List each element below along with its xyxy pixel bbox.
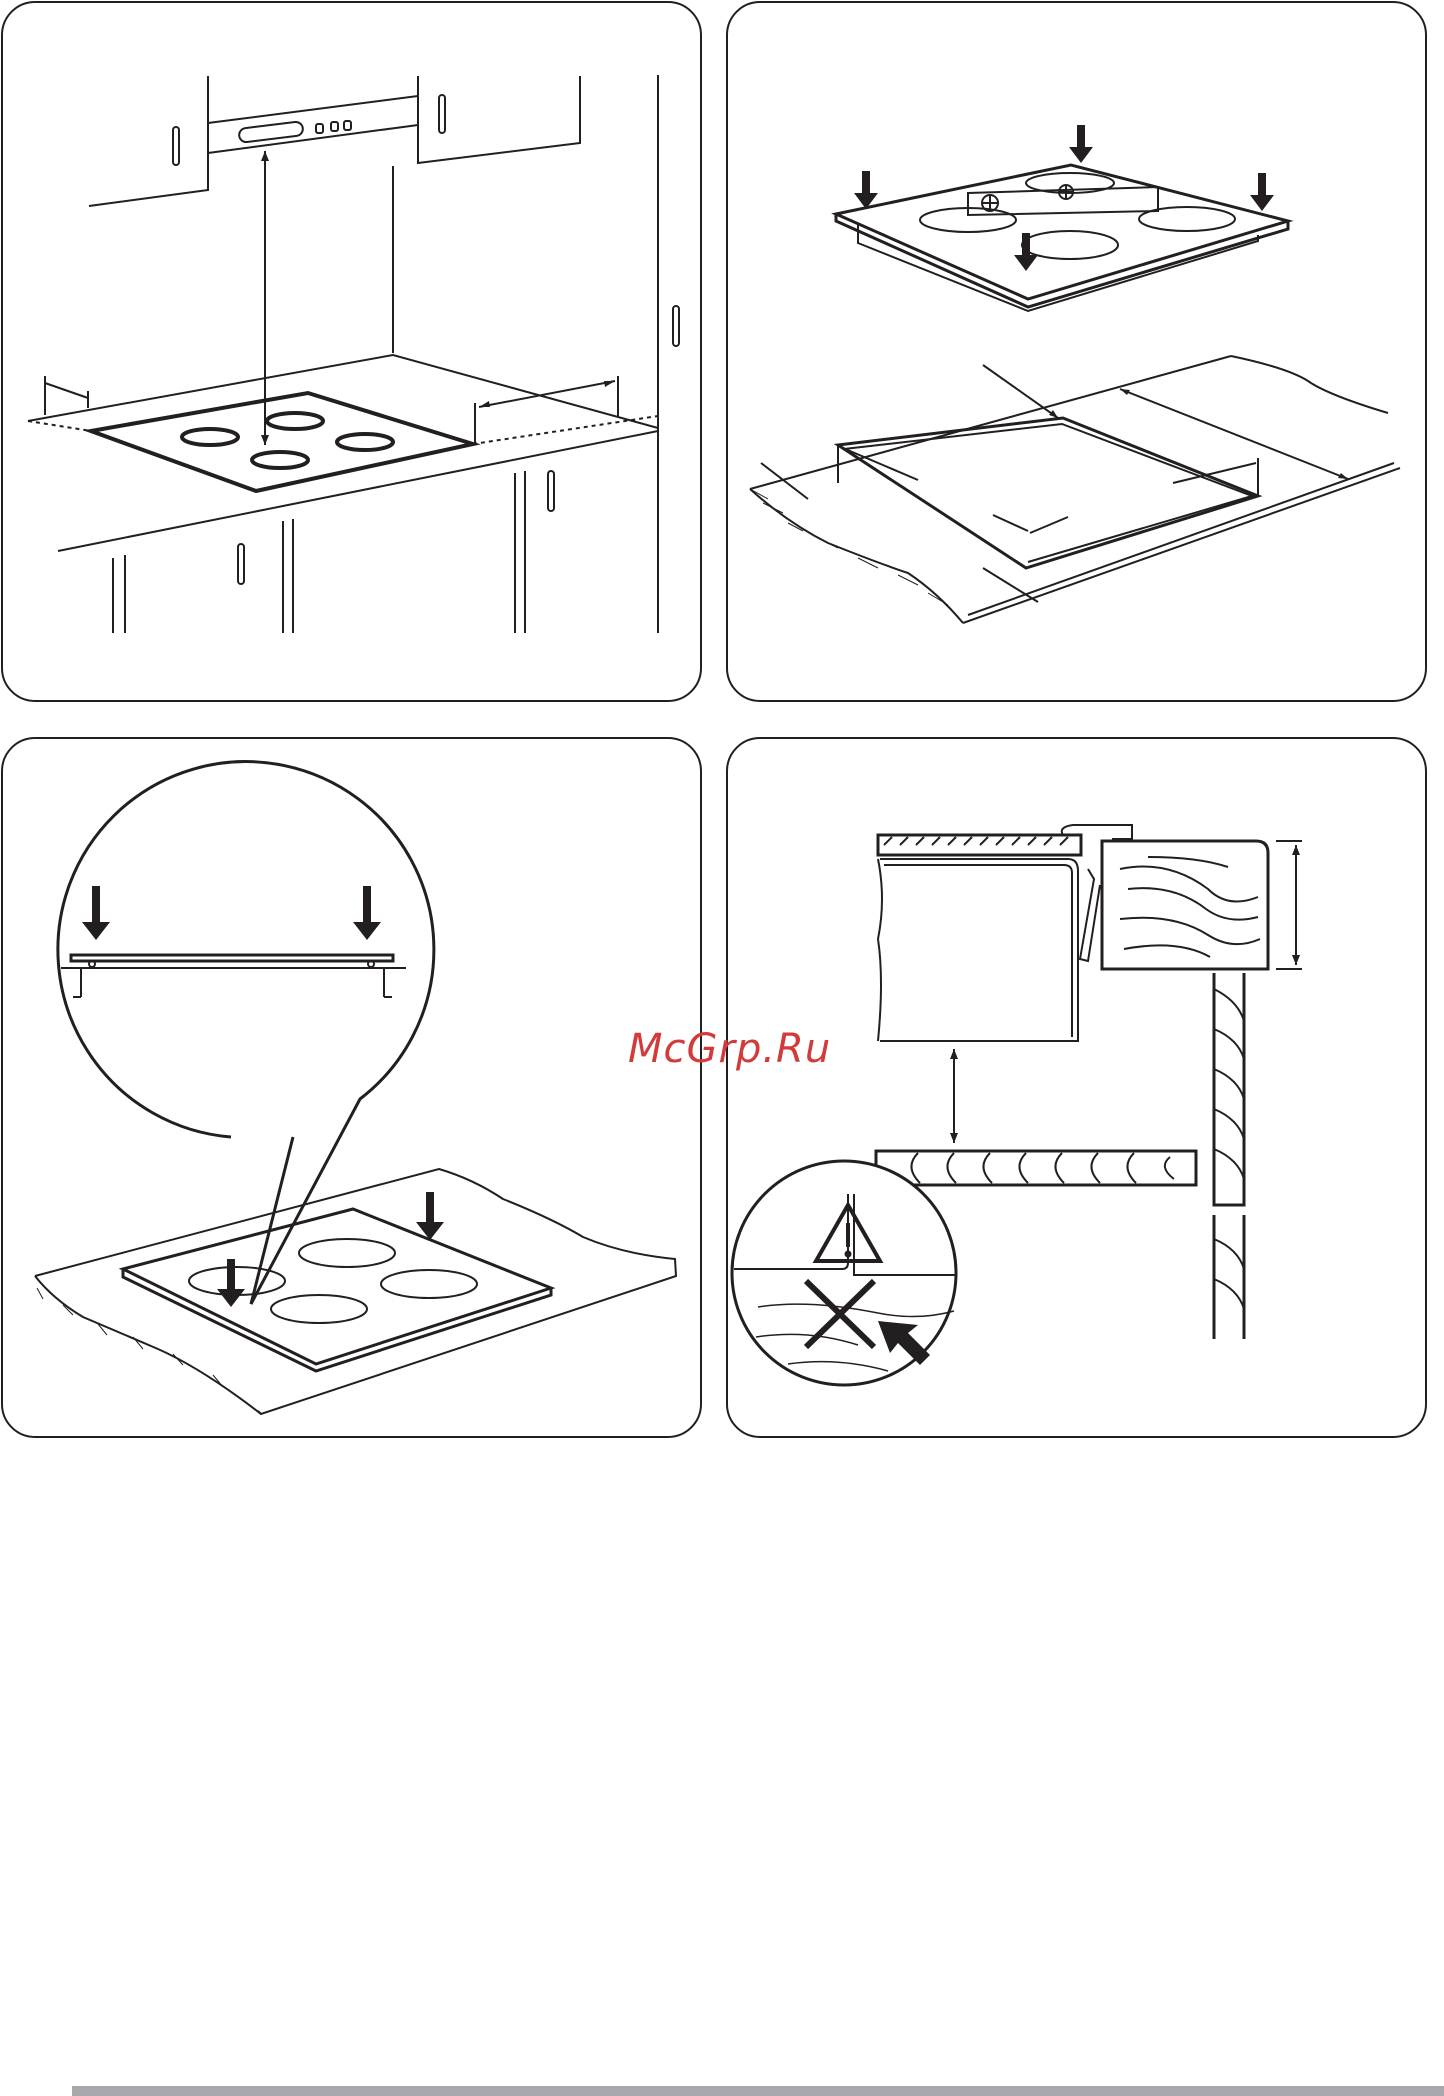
hob-section	[878, 825, 1132, 1041]
cabinet-side-panel	[1214, 973, 1244, 1339]
tall-cabinet	[658, 75, 679, 633]
worktop-with-cutout	[750, 356, 1400, 623]
hob-top-view	[836, 165, 1288, 311]
worktop-with-hob	[35, 1169, 676, 1414]
watermark-text: McGrp.Ru	[628, 1026, 831, 1072]
footer-bar	[72, 2086, 1444, 2096]
worktop	[28, 355, 658, 633]
panel-seal-detail	[1, 737, 702, 1438]
panel-hob-clearance	[1, 1, 702, 702]
seal-profile-detail	[61, 955, 406, 997]
shelf-section	[876, 1151, 1196, 1185]
dimension-arrow-icon	[950, 841, 1302, 1143]
dimension-arrow-icon	[761, 365, 1348, 602]
panel-cutout-leveling	[726, 1, 1427, 702]
panel-cabinet-section	[726, 737, 1427, 1438]
hob-outline	[91, 393, 473, 491]
wall-cabinet	[89, 76, 580, 353]
magnifier-callout	[58, 762, 434, 1304]
press-down-arrow-icon	[82, 886, 444, 1307]
worktop-section	[1102, 841, 1268, 969]
